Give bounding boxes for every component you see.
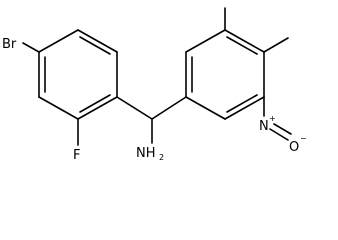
nitro-oxygen-bond: [269, 128, 289, 141]
bromine-label: Br: [2, 37, 17, 52]
nitro-nitrogen-label: N: [259, 119, 269, 134]
bromo-bond: [22, 42, 40, 53]
nitro-nitrogen-charge: +: [269, 114, 276, 123]
right-ring: [185, 29, 265, 120]
nitro-oxygen-double-bond: [273, 123, 292, 135]
amine-label: NH: [136, 146, 156, 161]
amine-subscript: 2: [159, 153, 164, 162]
left-ring: [38, 29, 118, 120]
nitro-oxygen-label: O: [289, 140, 299, 155]
central-carbon-bonds: [116, 96, 187, 144]
nitro-oxygen-charge: −: [300, 134, 307, 143]
methyl-bond-right: [263, 37, 289, 53]
fluorine-label: F: [73, 148, 80, 163]
molecule-structure-diagram: Br F NH 2 N + O −: [2, 7, 307, 163]
